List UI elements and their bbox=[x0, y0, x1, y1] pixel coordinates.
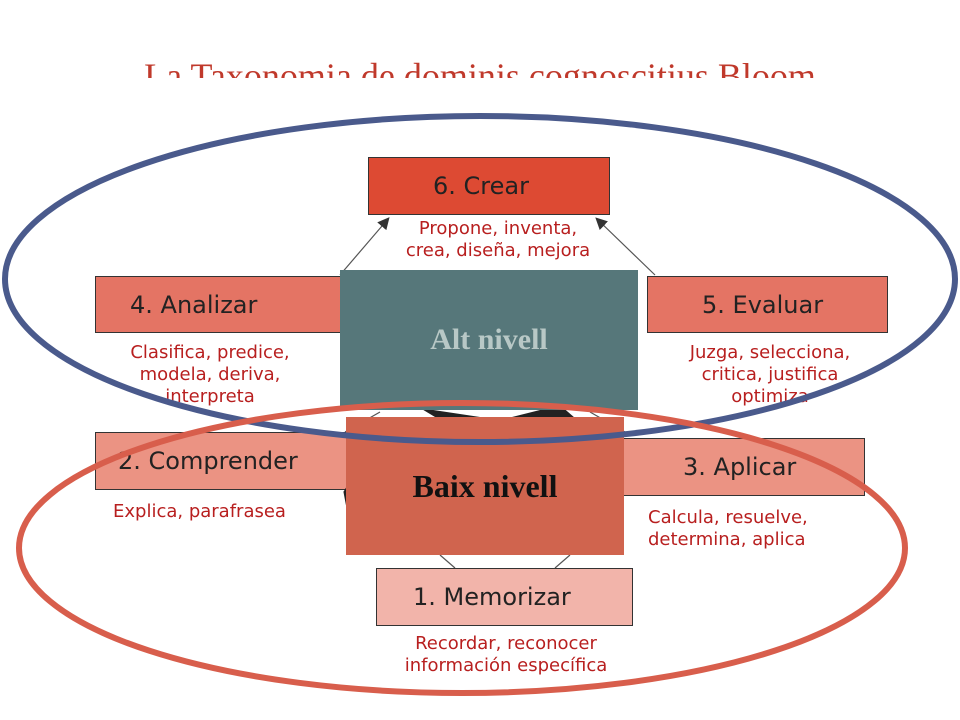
line-memorizar-left bbox=[439, 554, 456, 569]
level-memorizar-description: Recordar, reconocer información específi… bbox=[404, 633, 608, 676]
level-aplicar-description: Calcula, resuelve, determina, aplica bbox=[648, 507, 808, 550]
level-analizar-box: 4. Analizar bbox=[95, 276, 350, 333]
level-crear-description: Propone, inventa, crea, diseña, mejora bbox=[405, 218, 591, 261]
level-crear-box: 6. Crear bbox=[368, 157, 610, 215]
level-comprender-box: 2. Comprender bbox=[95, 432, 347, 490]
arrow-evaluar-to-crear bbox=[595, 217, 656, 276]
level-analizar-label: 4. Analizar bbox=[130, 290, 258, 319]
level-evaluar-box: 5. Evaluar bbox=[647, 276, 888, 333]
level-memorizar-label: 1. Memorizar bbox=[413, 583, 571, 611]
level-aplicar-label: 3. Aplicar bbox=[683, 453, 797, 481]
level-analizar-description: Clasifica, predice, modela, deriva, inte… bbox=[130, 342, 290, 407]
high-level-ellipse bbox=[2, 113, 958, 445]
arrow-analizar-to-crear bbox=[339, 217, 390, 276]
level-comprender-description: Explica, parafrasea bbox=[113, 501, 286, 522]
line-memorizar-right bbox=[554, 554, 571, 569]
low-level-ellipse bbox=[16, 400, 908, 696]
level-crear-label: 6. Crear bbox=[433, 172, 529, 200]
low-level-label: Baix nivell bbox=[412, 467, 558, 504]
page-title: La Taxonomia de dominis cognoscitius Blo… bbox=[144, 56, 816, 78]
level-evaluar-description: Juzga, selecciona, critica, justifica op… bbox=[689, 342, 851, 407]
level-memorizar-box: 1. Memorizar bbox=[376, 568, 633, 626]
high-level-overlay: Alt nivell bbox=[340, 270, 638, 410]
high-level-label: Alt nivell bbox=[430, 323, 548, 356]
level-comprender-label: 2. Comprender bbox=[118, 447, 298, 475]
level-evaluar-label: 5. Evaluar bbox=[702, 290, 824, 319]
